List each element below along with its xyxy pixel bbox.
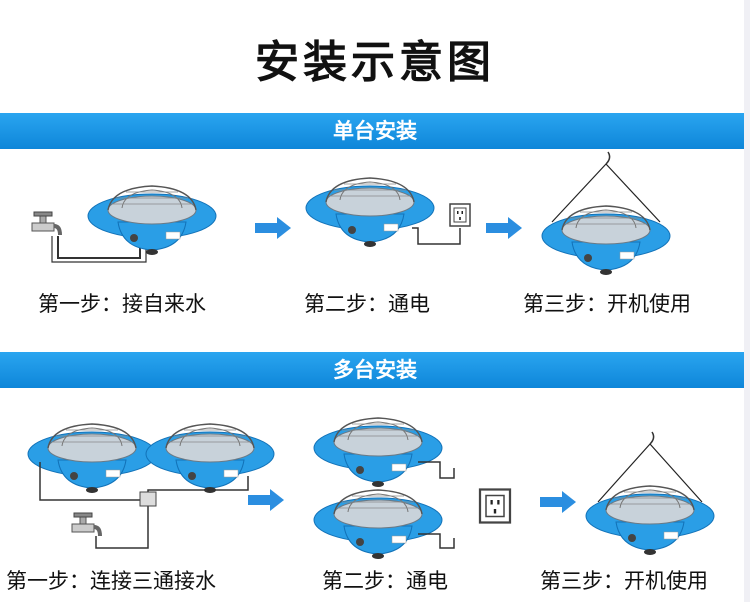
water-tap-icon bbox=[70, 511, 102, 538]
section-header-multi: 多台安装 bbox=[0, 352, 750, 388]
arrow-right-icon bbox=[540, 491, 576, 513]
grill-device-icon bbox=[313, 417, 443, 488]
step-label: 第三步：开机使用 bbox=[540, 569, 708, 593]
grill-device-icon bbox=[87, 185, 217, 256]
arrow-right-icon bbox=[486, 217, 522, 239]
step-label: 第三步：开机使用 bbox=[523, 292, 691, 316]
page-edge bbox=[744, 0, 750, 602]
step-label: 第一步：连接三通接水 bbox=[6, 569, 216, 593]
section-header-single: 单台安装 bbox=[0, 113, 750, 149]
step-label: 第一步：接自来水 bbox=[38, 292, 206, 316]
step-label: 第二步：通电 bbox=[304, 292, 430, 316]
grill-device-icon bbox=[541, 205, 671, 276]
arrow-right-icon bbox=[248, 489, 284, 511]
page-title: 安装示意图 bbox=[255, 37, 495, 88]
grill-device-icon bbox=[305, 177, 435, 248]
grill-device-icon bbox=[585, 485, 715, 556]
power-outlet-icon bbox=[478, 488, 512, 524]
power-outlet-icon bbox=[449, 203, 471, 227]
grill-device-icon bbox=[27, 423, 157, 494]
step-label: 第二步：通电 bbox=[322, 569, 448, 593]
grill-device-icon bbox=[145, 423, 275, 494]
grill-device-icon bbox=[313, 489, 443, 560]
arrow-right-icon bbox=[255, 217, 291, 239]
water-tap-icon bbox=[30, 210, 62, 237]
